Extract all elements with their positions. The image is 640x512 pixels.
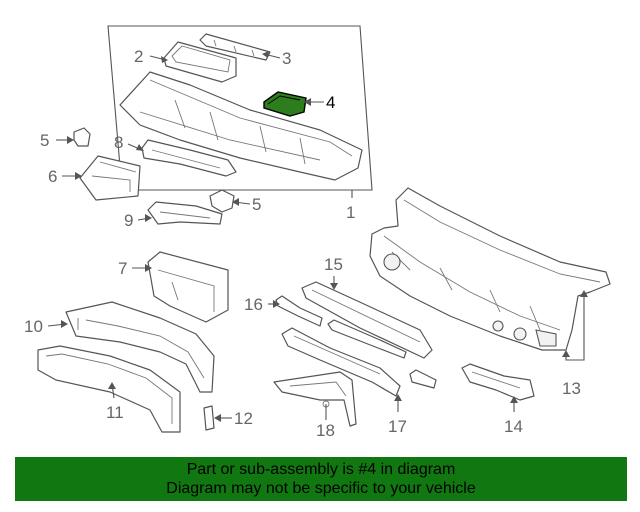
highlighted-part-4 [263,91,307,117]
cover-part-8 [141,139,237,177]
callout-16: 16 [244,295,263,314]
clip-part-5-lower [209,189,235,213]
callout-10: 10 [24,317,43,336]
callout-6: 6 [48,167,57,186]
parts-diagram: 1 2 3 4 5 5 6 7 8 9 10 11 12 13 14 15 16… [24,25,611,440]
reinforcement-part-15 [301,281,433,359]
insulator-part-10 [65,301,215,393]
callout-13: 13 [562,379,581,398]
callout-17: 17 [388,417,407,436]
housing-part-6 [79,155,141,201]
callout-2: 2 [134,47,143,66]
brace-part-18 [273,371,357,427]
footer-line-2: Diagram may not be specific to your vehi… [166,480,476,497]
callout-5-lower: 5 [252,195,261,214]
footer-line-1: Part or sub-assembly is #4 in diagram [186,461,456,478]
callout-3: 3 [282,49,291,68]
leader-lines [47,51,588,422]
footer-banner: Part or sub-assembly is #4 in diagram Di… [15,457,627,501]
callout-labels: 1 2 3 4 5 5 6 7 8 9 10 11 12 13 14 15 16… [24,47,581,440]
callout-14: 14 [504,417,523,436]
callout-5-upper: 5 [40,131,49,150]
rail-part-17-upper [327,319,407,359]
bracket-part-9 [147,201,223,225]
callout-15: 15 [324,255,343,274]
callout-1: 1 [346,203,355,222]
clip-part-5-upper [73,127,91,147]
clip-part-17-small [409,369,437,389]
tray-part-7 [147,251,229,323]
assembly-group-bracket [107,25,373,191]
callout-9: 9 [124,211,133,230]
rail-part-17 [281,327,401,397]
callout-7: 7 [118,259,127,278]
callout-18: 18 [316,421,335,440]
plug-part-12 [203,405,215,431]
bracket-part-16 [275,295,323,327]
callout-11: 11 [106,403,124,422]
dash-panel-part-13 [369,187,611,351]
callout-12: 12 [234,409,253,428]
cowl-panel-part-1 [119,71,363,181]
extension-part-14 [461,363,535,401]
callout-8: 8 [114,133,123,152]
callout-4: 4 [326,93,335,112]
cowl-screen-part-2 [163,41,237,83]
